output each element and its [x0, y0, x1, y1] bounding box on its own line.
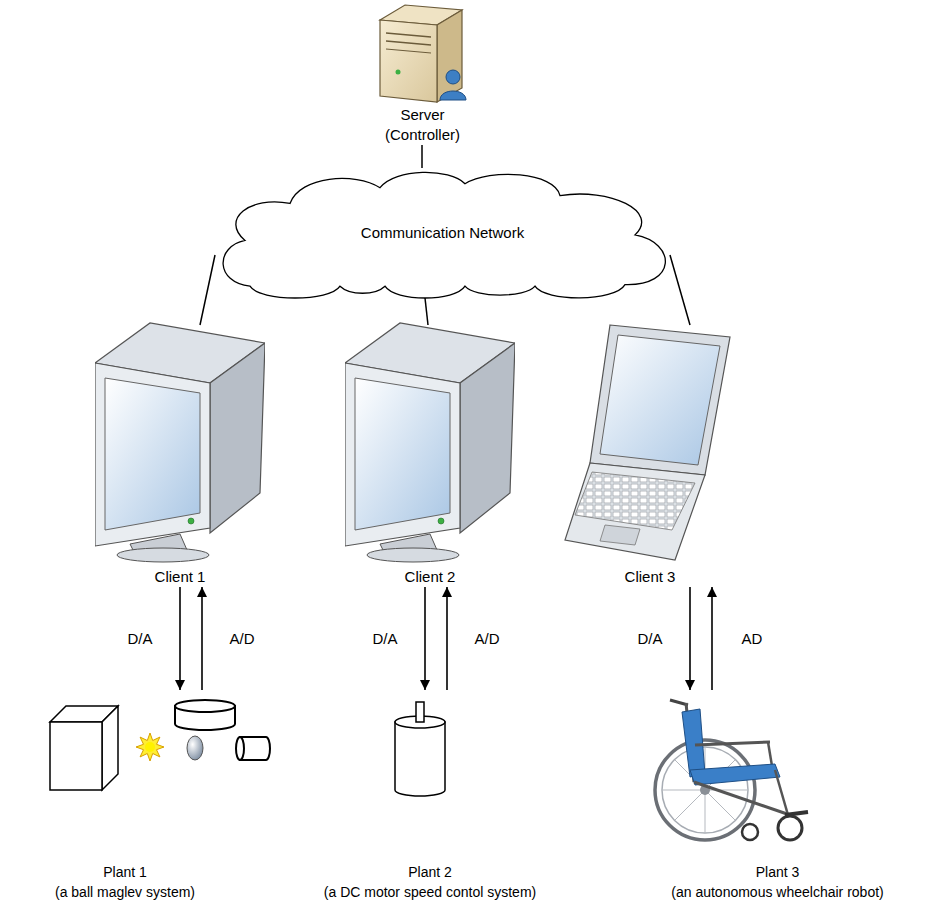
- node-label: Client 3: [560, 567, 740, 587]
- client-2-monitor: [345, 323, 515, 562]
- node-label: Plant 2: [320, 862, 540, 882]
- network-link: [670, 255, 690, 325]
- client-node: Client 3: [560, 325, 740, 587]
- signal-arrow: [689, 587, 691, 690]
- wheelchair-illustration: [655, 700, 808, 840]
- signal-label: AD: [740, 630, 765, 648]
- node-label: (a DC motor speed contol system): [320, 882, 540, 902]
- server-icon: [380, 5, 466, 102]
- node-label: Communication Network: [361, 223, 524, 243]
- signal-label: A/D: [472, 630, 501, 648]
- node-label: (an autonomous wheelchair robot): [645, 882, 910, 902]
- maglev-illustration: [50, 700, 270, 790]
- plant-node: Plant 2(a DC motor speed contol system): [320, 690, 540, 902]
- node-label: (a ball maglev system): [5, 882, 245, 902]
- node-label: Server: [340, 105, 505, 125]
- dc-motor-illustration: [395, 702, 445, 796]
- node-label: Client 2: [340, 567, 520, 587]
- signal-arrow: [446, 587, 448, 690]
- signal-arrow: [201, 587, 203, 690]
- server-node: Server(Controller): [340, 0, 505, 145]
- network-cloud: Communication Network: [215, 168, 670, 298]
- signal-arrow: [179, 587, 181, 690]
- plant-node: Plant 3(an autonomous wheelchair robot): [645, 690, 910, 902]
- node-label: Plant 1: [5, 862, 245, 882]
- client-node: Client 2: [340, 325, 520, 587]
- plant-node: Plant 1(a ball maglev system): [5, 690, 245, 902]
- network-link: [425, 298, 428, 325]
- client-node: Client 1: [90, 325, 270, 587]
- network-link: [421, 145, 423, 168]
- cloud-shape: [223, 172, 665, 298]
- signal-arrow: [711, 587, 713, 690]
- network-link: [200, 255, 215, 325]
- client-3-laptop: [565, 325, 730, 560]
- signal-label: D/A: [125, 630, 154, 648]
- signal-label: D/A: [635, 630, 664, 648]
- node-label: Client 1: [90, 567, 270, 587]
- node-label: (Controller): [340, 125, 505, 145]
- signal-label: A/D: [227, 630, 256, 648]
- signal-arrow: [424, 587, 426, 690]
- signal-label: D/A: [370, 630, 399, 648]
- client-1-monitor: [95, 323, 265, 562]
- node-label: Plant 3: [645, 862, 910, 882]
